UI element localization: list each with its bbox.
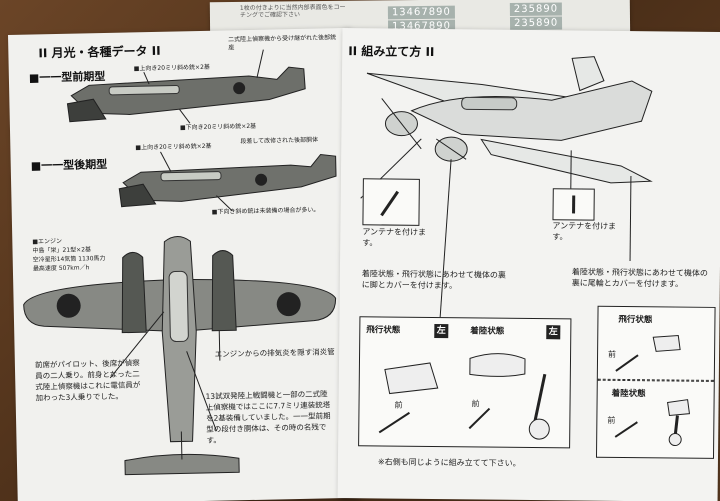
tail-front-label-1: 前 <box>608 349 617 359</box>
main-gear-parts <box>378 353 550 440</box>
antenna-label-right: アンテナを付けます。 <box>552 221 617 242</box>
aircraft-line-drawing <box>360 56 653 330</box>
antenna-label-left: アンテナを付けます。 <box>362 227 427 248</box>
top-view-plan <box>23 236 337 476</box>
tail-gear-parts <box>614 335 691 447</box>
antenna-box-left <box>362 178 420 226</box>
main-front-label-2: 前 <box>471 399 480 409</box>
data-sheet: II 月光・各種データ II ■一一型前期型 二式陸上偵察機から受け継がれた後部… <box>8 27 358 501</box>
tail-front-label-2: 前 <box>607 415 616 425</box>
antenna-part-left-icon <box>380 190 400 217</box>
history-note: 13試双発陸上戦闘機と一部の二式陸上偵察機ではここに7.7ミリ連装銃塔を2基装備… <box>205 389 331 445</box>
antenna-part-right-icon <box>572 195 576 214</box>
footer-note: ※右側も同じように組み立てて下さい。 <box>377 457 521 468</box>
landing-gear-instruction-left: 着陸状態・飛行状態にあわせて機体の裏に脚とカバーを付けます。 <box>361 269 506 291</box>
decal-numbers-a1: 13467890 <box>387 5 455 20</box>
landing-gear-instruction-right: 着陸状態・飛行状態にあわせて機体の裏に尾輪とカバーを付けます。 <box>571 267 708 289</box>
antenna-box-right <box>552 188 595 221</box>
main-front-label-1: 前 <box>394 400 403 410</box>
decal-numbers-b2: 235890 <box>509 16 563 31</box>
tail-gear-box: 飛行状態 着陸状態 前 前 <box>595 305 716 459</box>
top-sheet-text: 1枚の付きよりに当然内部表面色をコーチングでご確認下さい <box>239 3 346 19</box>
main-gear-box: 飛行状態 左 着陸状態 左 前 前 <box>358 316 572 449</box>
assembly-sheet: II 組み立て方 II アンテナを付けます。 <box>337 28 720 501</box>
early-type-side-view <box>66 49 306 124</box>
crew-note: 前席がパイロット、後席が偵察員の二人乗り。前身となった二式陸上偵察機はこれに電信… <box>34 358 141 403</box>
late-type-side-view <box>118 151 337 211</box>
decal-numbers-b1: 235890 <box>509 2 563 17</box>
